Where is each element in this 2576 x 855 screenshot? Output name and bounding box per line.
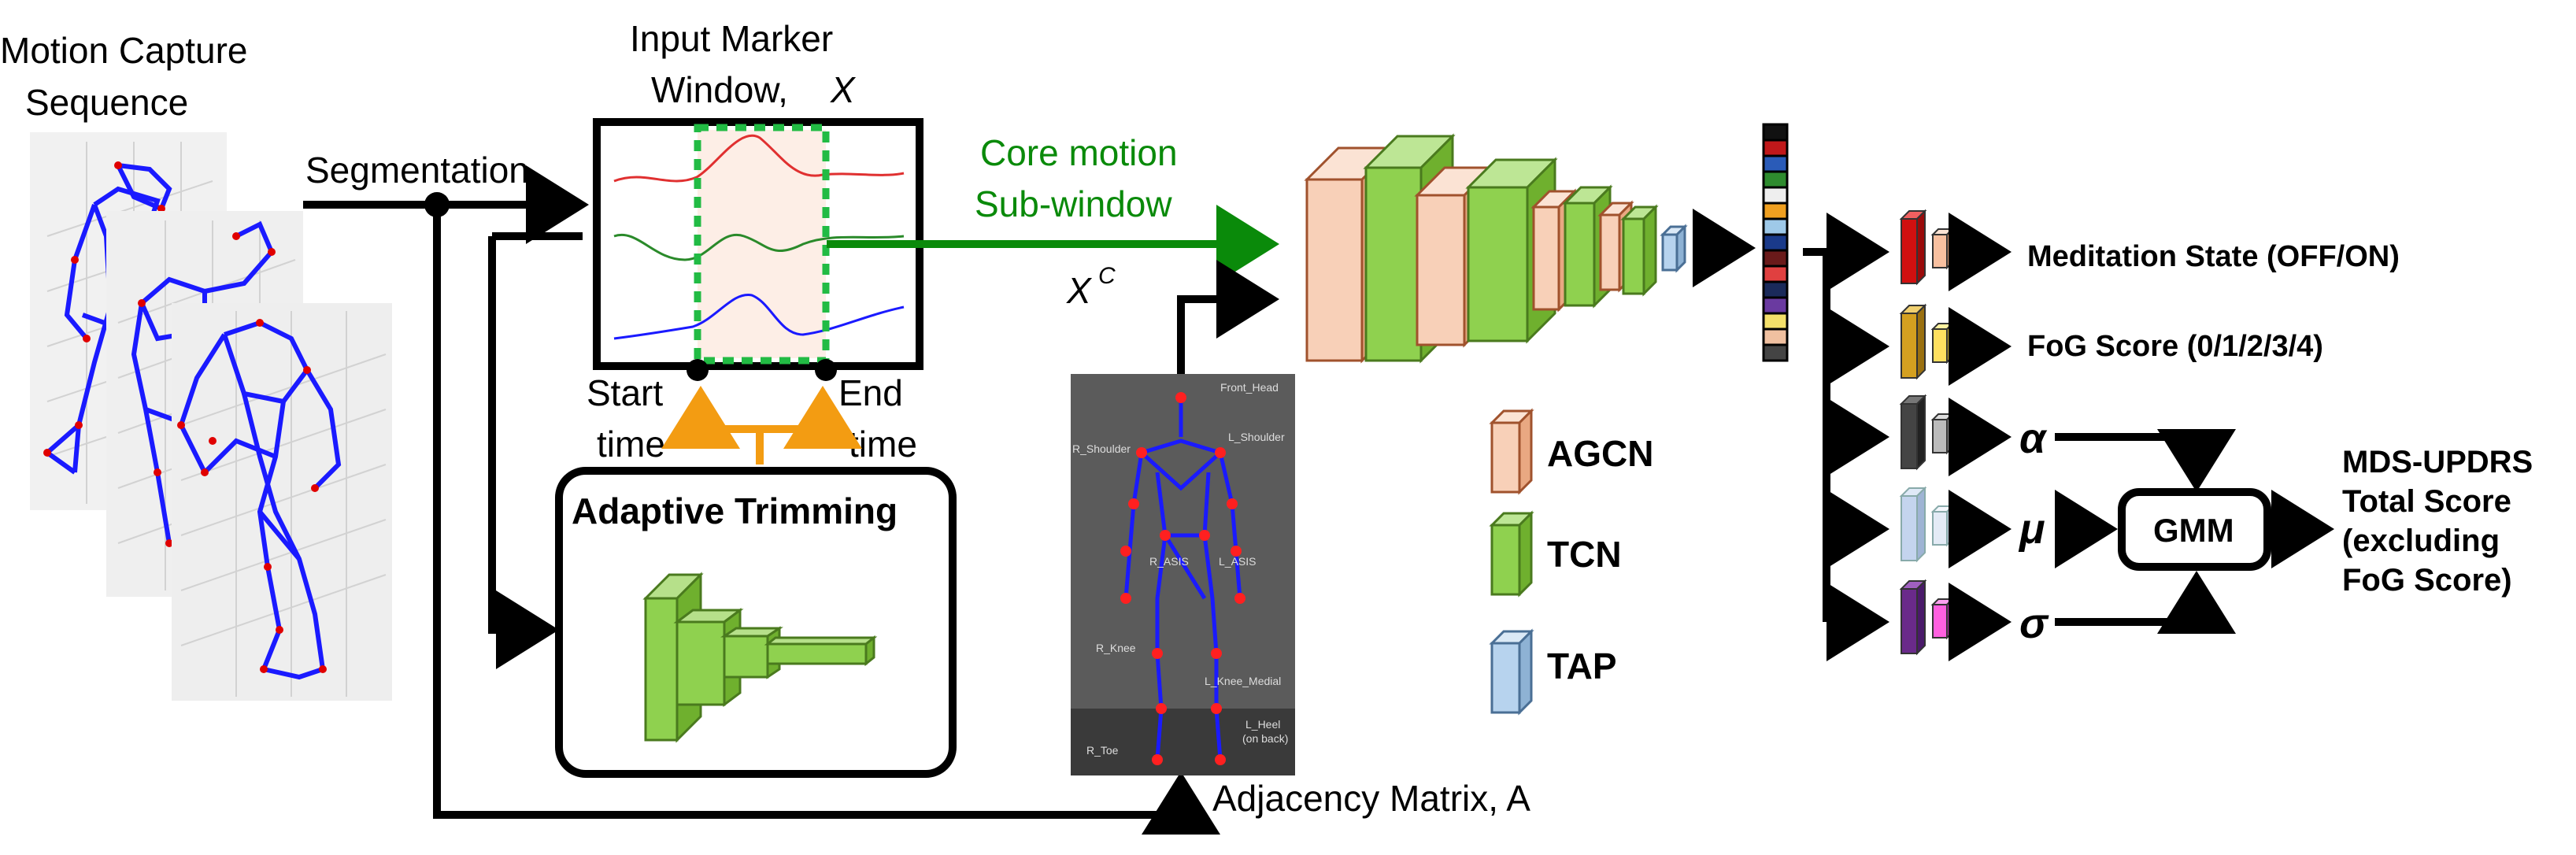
core-subwindow-dashed bbox=[694, 124, 830, 365]
start-time-line1: Start bbox=[587, 372, 663, 413]
legend-tcn-swatch bbox=[1489, 510, 1534, 598]
core-symbol-superscript: C bbox=[1098, 263, 1116, 289]
mocap-frame-3 bbox=[172, 303, 392, 701]
embedding-cell bbox=[1762, 280, 1789, 299]
embedding-cell bbox=[1762, 154, 1789, 173]
signal-green bbox=[613, 233, 905, 261]
core-symbol: X bbox=[1066, 270, 1093, 311]
legend-tap-label: TAP bbox=[1547, 646, 1617, 687]
trim-arrows bbox=[661, 386, 862, 465]
embedding-cell bbox=[1762, 233, 1789, 252]
output-branches bbox=[1803, 213, 1889, 661]
marker-r-asis: R_ASIS bbox=[1149, 555, 1189, 568]
updrs-line4: FoG Score) bbox=[2342, 563, 2512, 598]
head-sigma bbox=[1899, 579, 1955, 656]
segmentation-label: Segmentation bbox=[305, 150, 529, 191]
legend-tcn-label: TCN bbox=[1547, 534, 1622, 575]
trimming-input-arrow bbox=[488, 236, 559, 669]
adjacency-matrix-label: Adjacency Matrix, A bbox=[1212, 778, 1530, 819]
updrs-line1: MDS-UPDRS bbox=[2342, 445, 2533, 479]
legend: AGCN TCN TAP bbox=[1489, 408, 1653, 716]
marker-l-heel: L_Heel bbox=[1245, 718, 1280, 731]
embedding-cell bbox=[1762, 202, 1789, 220]
alpha-symbol: α bbox=[2019, 415, 2048, 462]
marker-l-shoulder: L_Shoulder bbox=[1228, 431, 1285, 443]
mu-symbol: μ bbox=[2018, 505, 2045, 553]
fog-score-label: FoG Score (0/1/2/3/4) bbox=[2027, 330, 2323, 363]
head-fog bbox=[1899, 303, 1955, 380]
start-time-line2: time bbox=[597, 424, 665, 465]
input-window-title-line1: Input Marker bbox=[630, 18, 833, 59]
signal-blue bbox=[613, 294, 905, 340]
core-motion-line1: Core motion bbox=[980, 132, 1178, 173]
legend-tap-swatch bbox=[1489, 628, 1534, 716]
embedding-cell bbox=[1762, 249, 1789, 268]
embedding-vector bbox=[1762, 123, 1789, 362]
embedding-cell bbox=[1762, 139, 1789, 157]
embedding-cell bbox=[1762, 123, 1789, 142]
graph-input-arrow bbox=[1177, 260, 1279, 374]
adaptive-trimming-label: Adaptive Trimming bbox=[572, 490, 898, 531]
end-time-line2: time bbox=[849, 424, 917, 465]
head-alpha bbox=[1899, 394, 1955, 471]
embedding-cell bbox=[1762, 170, 1789, 189]
embedding-cell bbox=[1762, 217, 1789, 236]
input-window-symbol: X bbox=[830, 69, 857, 110]
marker-front-head: Front_Head bbox=[1220, 381, 1279, 394]
legend-agcn-swatch bbox=[1489, 408, 1534, 495]
sigma-symbol: σ bbox=[2019, 600, 2049, 647]
core-motion-line2: Sub-window bbox=[975, 183, 1172, 224]
head-medication bbox=[1899, 209, 1955, 286]
network-stack bbox=[1304, 133, 1688, 364]
head-mu bbox=[1899, 486, 1955, 563]
embedding-cell bbox=[1762, 186, 1789, 205]
start-time-node bbox=[687, 359, 709, 381]
updrs-line3: (excluding bbox=[2342, 524, 2500, 558]
embedding-cell bbox=[1762, 296, 1789, 315]
gmm-box bbox=[2118, 488, 2271, 571]
head-arrows bbox=[1949, 213, 2012, 661]
marker-l-asis: L_ASIS bbox=[1219, 555, 1256, 568]
end-time-node bbox=[815, 359, 837, 381]
end-time-line1: End bbox=[838, 372, 903, 413]
medication-state-label: Meditation State (OFF/ON) bbox=[2027, 240, 2400, 273]
signal-red bbox=[613, 134, 905, 183]
input-window-title-line2: Window, bbox=[651, 69, 788, 110]
updrs-line2: Total Score bbox=[2342, 484, 2511, 519]
embedding-cell bbox=[1762, 265, 1789, 283]
legend-agcn-label: AGCN bbox=[1547, 433, 1653, 474]
marker-l-knee-medial: L_Knee_Medial bbox=[1205, 675, 1281, 687]
embedding-cell bbox=[1762, 343, 1789, 362]
marker-r-knee: R_Knee bbox=[1096, 642, 1136, 654]
adjacency-arrow bbox=[433, 205, 1220, 835]
marker-r-shoulder: R_Shoulder bbox=[1072, 442, 1131, 455]
embedding-cell bbox=[1762, 328, 1789, 346]
gmm-input-arrows bbox=[2055, 429, 2334, 634]
body-marker-photo: Front_Head R_Shoulder L_Shoulder R_ASIS … bbox=[1071, 260, 1295, 775]
trimming-cnn-icon bbox=[642, 572, 878, 743]
embedding-cell bbox=[1762, 312, 1789, 331]
marker-r-toe: R_Toe bbox=[1086, 744, 1119, 757]
mocap-title-line2: Sequence bbox=[25, 82, 188, 123]
gmm-label: GMM bbox=[2153, 512, 2234, 549]
marker-l-heel-note: (on back) bbox=[1242, 732, 1288, 745]
mocap-title-line1: Motion Capture bbox=[0, 30, 248, 71]
